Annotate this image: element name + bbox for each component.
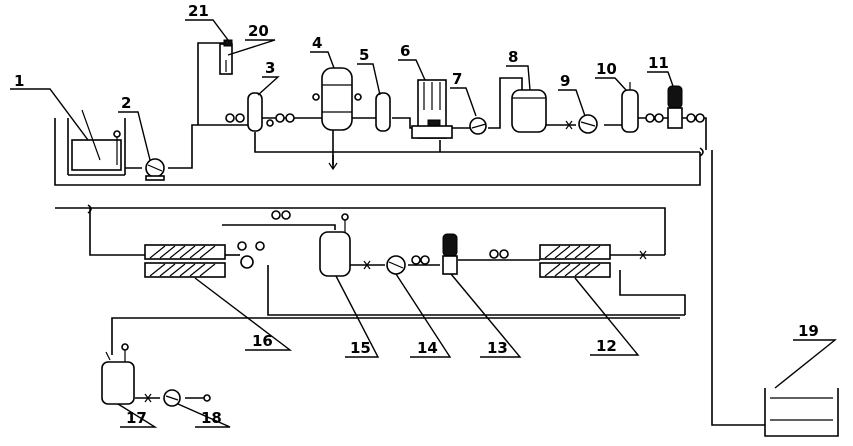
exchanger-16: [144, 241, 265, 278]
label-3: 3: [265, 59, 275, 77]
cartridge-13: [442, 233, 509, 275]
label-14: 14: [417, 339, 438, 357]
pump-18: [144, 389, 211, 407]
label-2: 2: [121, 94, 131, 112]
dosing-unit-20-21: [219, 39, 233, 75]
label-12: 12: [596, 337, 617, 355]
vessel-5: [375, 92, 391, 132]
label-9: 9: [560, 72, 570, 90]
label-13: 13: [487, 339, 508, 357]
pipe-network: [54, 42, 768, 426]
label-21: 21: [188, 2, 209, 20]
label-10: 10: [596, 60, 617, 78]
label-18: 18: [201, 409, 222, 427]
vessel-3: [225, 92, 295, 132]
exchanger-12: [539, 244, 647, 278]
tank-1: [67, 109, 126, 176]
vessel-17: [101, 343, 135, 405]
label-6: 6: [400, 42, 410, 60]
vessel-15: [271, 210, 351, 277]
label-15: 15: [350, 339, 371, 357]
label-8: 8: [508, 48, 518, 66]
label-5: 5: [359, 46, 369, 64]
label-20: 20: [248, 22, 269, 40]
tank-19: [764, 388, 839, 437]
vessel-10: [621, 82, 639, 133]
tank-8: [511, 89, 547, 133]
cartridge-11: [645, 85, 705, 129]
label-17: 17: [126, 409, 147, 427]
label-4: 4: [312, 34, 322, 52]
pump-9: [565, 114, 598, 134]
label-16: 16: [252, 332, 273, 350]
pump-14: [363, 255, 430, 275]
equipment-labels: 1 2 3 4 5 6 7 8 9 10 11 12 13 14 15 16 1…: [14, 2, 819, 427]
label-19: 19: [798, 322, 819, 340]
pump-2: [145, 158, 165, 181]
label-11: 11: [648, 54, 669, 72]
reactor-4: [312, 67, 362, 171]
pump-7: [469, 117, 487, 135]
unit-6: [411, 79, 453, 139]
leader-lines: [10, 19, 837, 428]
label-1: 1: [14, 72, 24, 90]
label-7: 7: [452, 70, 462, 88]
